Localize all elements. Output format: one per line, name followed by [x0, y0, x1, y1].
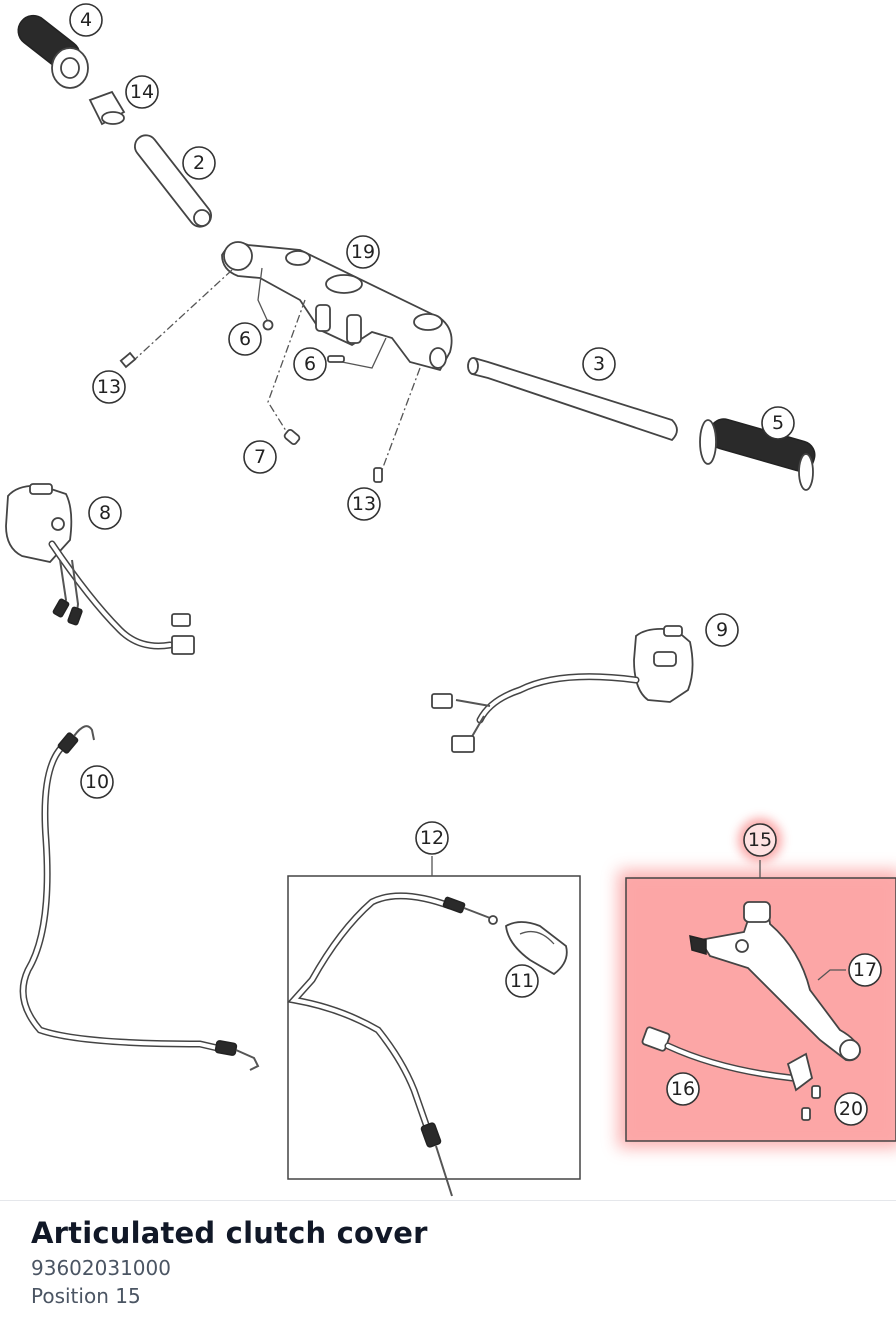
callout-4[interactable]: 4	[69, 3, 103, 37]
grip-end-part-4[interactable]	[12, 10, 89, 89]
callout-20[interactable]: 20	[834, 1092, 868, 1126]
left-switch-part-8[interactable]	[5, 483, 195, 655]
group-15-frame[interactable]	[625, 860, 896, 1142]
svg-text:20: 20	[839, 1098, 863, 1120]
svg-text:4: 4	[80, 9, 92, 31]
callout-12[interactable]: 12	[415, 821, 449, 855]
clutch-lever-part-17[interactable]	[689, 901, 861, 1062]
grip-part-5[interactable]	[699, 416, 818, 491]
callout-6-center[interactable]: 6	[293, 347, 327, 381]
callout-19[interactable]: 19	[346, 235, 380, 269]
switch-cable-part-16[interactable]	[641, 1026, 814, 1092]
svg-text:7: 7	[254, 446, 266, 468]
svg-text:17: 17	[853, 959, 877, 981]
callout-9[interactable]: 9	[705, 613, 739, 647]
svg-text:6: 6	[304, 353, 316, 375]
callout-6-left[interactable]: 6	[228, 322, 262, 356]
svg-text:6: 6	[239, 328, 251, 350]
callout-16[interactable]: 16	[666, 1072, 700, 1106]
throttle-tube-part-2[interactable]	[130, 131, 215, 231]
svg-text:9: 9	[716, 619, 728, 641]
callout-7[interactable]: 7	[243, 440, 277, 474]
svg-text:3: 3	[593, 353, 605, 375]
callout-leaders	[817, 969, 846, 981]
callout-13-right[interactable]: 13	[347, 487, 381, 521]
svg-text:8: 8	[99, 502, 111, 524]
right-switch-part-9[interactable]	[431, 625, 694, 753]
part-number: 93602031000	[31, 1256, 171, 1280]
callout-10[interactable]: 10	[80, 765, 114, 799]
callout-2[interactable]: 2	[182, 146, 216, 180]
handlebar-tube-part-3[interactable]	[467, 356, 678, 442]
screws-part-20[interactable]	[801, 1085, 821, 1121]
cable-part-10[interactable]	[19, 725, 260, 1071]
svg-text:5: 5	[772, 412, 784, 434]
exploded-parts-diagram: 4 14 2 19 6 6 13 7 13 3 5 8 9 10 12 11 1…	[5, 3, 896, 1197]
handlebar-clamp-part-19[interactable]	[221, 241, 453, 372]
bolt-screws-group	[119, 267, 421, 483]
svg-text:19: 19	[351, 241, 375, 263]
svg-text:15: 15	[748, 829, 772, 851]
part-position: Position 15	[31, 1284, 141, 1308]
callout-17[interactable]: 17	[848, 953, 882, 987]
callout-15[interactable]: 15	[743, 823, 777, 857]
part-info-panel	[0, 1200, 896, 1336]
callout-8[interactable]: 8	[88, 496, 122, 530]
svg-text:13: 13	[352, 493, 376, 515]
svg-text:10: 10	[85, 771, 109, 793]
sleeve-part-14[interactable]	[88, 90, 126, 126]
svg-text:12: 12	[420, 827, 444, 849]
svg-text:11: 11	[510, 970, 534, 992]
group-12-frame[interactable]	[287, 856, 581, 1197]
svg-text:16: 16	[671, 1078, 695, 1100]
callout-14[interactable]: 14	[125, 75, 159, 109]
part-title: Articulated clutch cover	[31, 1216, 428, 1250]
callout-3[interactable]: 3	[582, 347, 616, 381]
svg-text:2: 2	[193, 152, 205, 174]
callout-13-left[interactable]: 13	[92, 370, 126, 404]
callout-11[interactable]: 11	[505, 964, 539, 998]
svg-text:13: 13	[97, 376, 121, 398]
callout-5[interactable]: 5	[761, 406, 795, 440]
svg-text:14: 14	[130, 81, 154, 103]
boot-part-11[interactable]	[505, 921, 568, 976]
